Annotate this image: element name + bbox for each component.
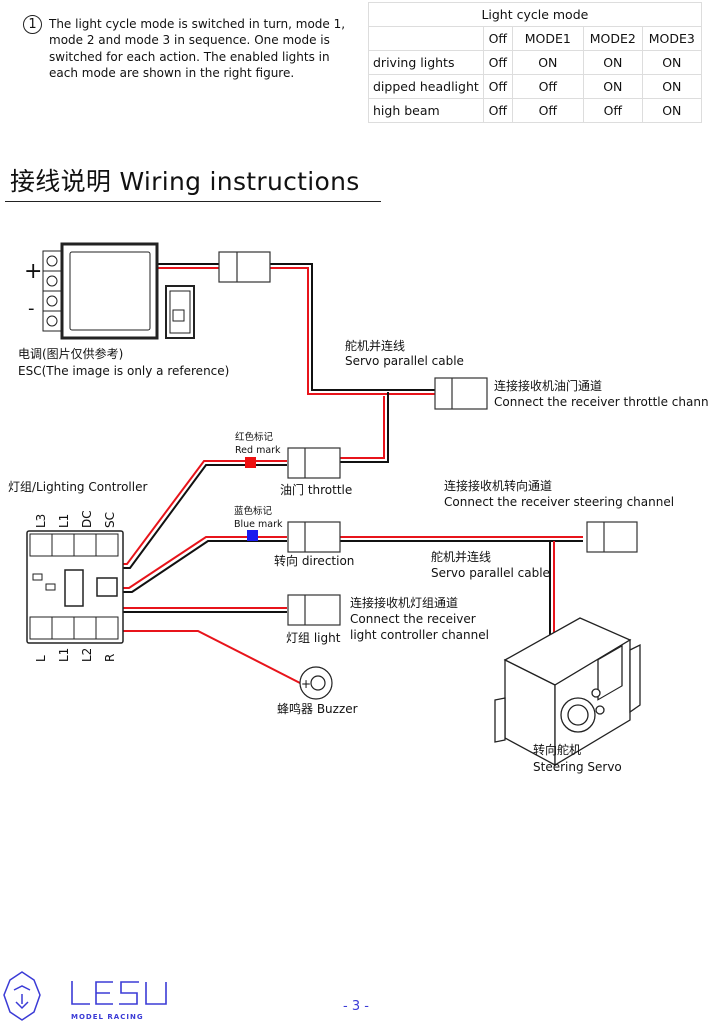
header-cell: Off [482,26,513,51]
red-mark-cn: 红色标记 [235,431,274,443]
blue-mark [247,530,258,541]
light-channel-en-1: Connect the receiver [350,612,476,626]
pin-label-top: SC [103,512,117,528]
pin-label-top: L3 [34,514,48,528]
cell: Off [482,98,513,123]
header-cell: MODE3 [641,26,702,51]
lighting-controller-board [26,530,124,644]
table-title: Light cycle mode [368,2,702,27]
steering-servo-image [494,617,641,767]
pin-label-top: DC [80,510,94,528]
intro-paragraph: The light cycle mode is switched in turn… [49,17,346,80]
light-cycle-mode-table: Light cycle mode Off MODE1 MODE2 MODE3 d… [368,2,702,123]
servo-parallel-cable-2-cn: 舵机并连线 [431,549,491,564]
esc-label-en: ESC(The image is only a reference) [18,364,229,378]
section-title: 接线说明 Wiring instructions [10,167,360,196]
esc-connector [218,251,271,283]
throttle-connector [287,447,341,479]
steering-channel-cn: 连接接收机转向通道 [444,478,552,493]
cell: Off [482,74,513,99]
buzzer [299,666,333,700]
direction-cable [122,536,583,655]
header-cell [368,26,484,51]
light-connector [287,594,341,626]
pin-label-bottom: L [34,655,48,662]
direction-connector [287,521,341,553]
red-mark-en: Red mark [235,445,281,456]
row-label: dipped headlight [368,74,484,99]
pin-label-bottom: L1 [57,648,71,662]
cell: ON [582,74,643,99]
direction-label: 转向 direction [274,553,354,568]
pin-label-bottom: L2 [80,648,94,662]
throttle-channel-cn: 连接接收机油门通道 [494,378,602,393]
steering-channel-en: Connect the receiver steering channel [444,495,674,509]
title-divider [5,201,381,202]
table-row: dipped headlight Off Off ON ON [368,74,702,99]
pin-label-bottom: R [103,654,117,662]
blue-mark-en: Blue mark [234,519,283,530]
esc-minus-label: - [28,298,35,319]
table-row: driving lights Off ON ON ON [368,50,702,75]
esc-label-cn: 电调(图片仅供参考) [18,346,123,361]
light-label: 灯组 light [286,631,341,645]
cell: Off [511,98,584,123]
servo-parallel-cable-en: Servo parallel cable [345,354,464,368]
steering-receiver-connector [586,521,638,553]
esc-plus-label: + [24,259,42,284]
lion-logo-icon [3,971,41,1021]
light-channel-cn: 连接接收机灯组通道 [350,595,458,610]
page-number: - 3 - [343,999,369,1014]
cell: ON [641,98,702,123]
lesu-logo-sub: MODEL RACING [71,1013,144,1021]
pin-label-top: L1 [57,514,71,528]
buzzer-plus-label: + [301,677,311,691]
cell: ON [511,50,584,75]
cell: Off [582,98,643,123]
header-cell: MODE2 [582,26,643,51]
cell: Off [511,74,584,99]
table-title-row: Light cycle mode [368,2,702,27]
lesu-logo [71,981,167,1005]
servo-parallel-cable-cn: 舵机并连线 [345,338,405,353]
steering-servo-cn: 转向舵机 [533,742,581,757]
table-header-row: Off MODE1 MODE2 MODE3 [368,26,702,51]
throttle-receiver-connector [434,377,488,410]
esc-image [42,242,195,340]
steering-servo-en: Steering Servo [533,760,622,774]
throttle-label: 油门 throttle [280,482,352,497]
buzzer-label: 蜂鸣器 Buzzer [277,701,358,716]
red-mark [245,457,256,468]
servo-parallel-cable-throttle [340,392,389,463]
blue-mark-cn: 蓝色标记 [234,505,273,517]
light-channel-en-2: light controller channel [350,628,489,642]
step-number-badge: 1 [23,15,42,34]
servo-parallel-cable-2-en: Servo parallel cable [431,566,550,580]
header-cell: MODE1 [511,26,584,51]
lighting-controller-label: 灯组/Lighting Controller [8,480,147,494]
throttle-channel-en: Connect the receiver throttle channel [494,395,708,409]
light-cable [122,607,287,613]
table-row: high beam Off Off Off ON [368,98,702,123]
cell: ON [641,50,702,75]
row-label: driving lights [368,50,484,75]
buzzer-cable [122,630,301,684]
